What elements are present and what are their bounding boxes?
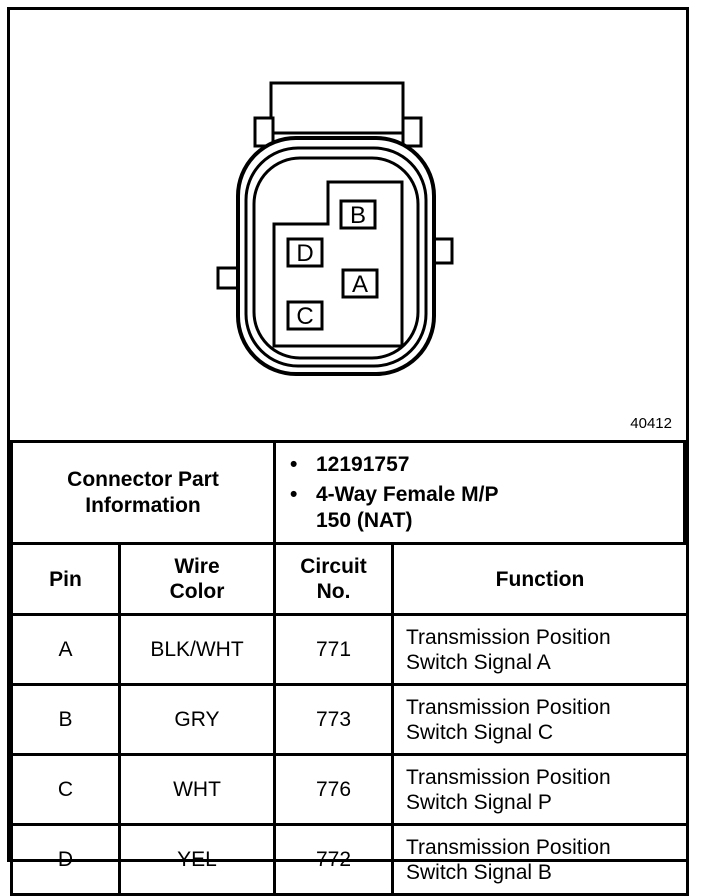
pin-a-label: A: [352, 271, 368, 298]
bullet-icon: •: [290, 452, 298, 476]
part-number-item: • 12191757: [290, 452, 682, 478]
connector-part-details: • 12191757 • 4-Way Female M/P 150 (NAT): [273, 440, 686, 545]
pinout-table: Pin Wire Color Circuit No. Function A BL…: [10, 542, 689, 896]
table-row: B GRY 773 Transmission Position Switch S…: [10, 683, 689, 756]
pin-cell: C: [10, 753, 121, 826]
connector-drawing: B D A C: [216, 81, 454, 376]
function-cell: Transmission Position Switch Signal C: [391, 683, 689, 756]
wire-color-cell: BLK/WHT: [118, 613, 276, 686]
circuit-cell: 776: [273, 753, 394, 826]
connector-part-label-line1: Connector Part: [67, 467, 219, 491]
connector-part-label-line2: Information: [85, 493, 201, 517]
pin-c-label: C: [296, 303, 313, 330]
connector-tab-right-top: [401, 116, 423, 148]
pin-d-terminal: D: [286, 237, 324, 268]
part-description-line2: 150 (NAT): [316, 508, 413, 532]
pin-cell: D: [10, 823, 121, 896]
circuit-cell: 773: [273, 683, 394, 756]
header-wire-color: Wire Color: [118, 542, 276, 616]
figure-number: 40412: [630, 415, 672, 432]
part-description-item: • 4-Way Female M/P 150 (NAT): [290, 482, 682, 534]
header-circuit-no: Circuit No.: [273, 542, 394, 616]
pin-a-terminal: A: [341, 268, 379, 299]
pin-cell: A: [10, 613, 121, 686]
pin-d-label: D: [296, 240, 313, 267]
connector-sheet: B D A C 40412 Connector Part Information: [7, 7, 689, 896]
header-function: Function: [391, 542, 689, 616]
connector-part-label: Connector Part Information: [10, 440, 276, 545]
wire-color-cell: GRY: [118, 683, 276, 756]
pin-cell: B: [10, 683, 121, 756]
part-description-line1: 4-Way Female M/P: [316, 482, 499, 506]
part-number: 12191757: [316, 452, 410, 476]
pinout-header-row: Pin Wire Color Circuit No. Function: [10, 542, 689, 616]
circuit-cell: 772: [273, 823, 394, 896]
table-row: C WHT 776 Transmission Position Switch S…: [10, 753, 689, 826]
connector-figure: B D A C 40412: [10, 10, 686, 440]
connector-part-table: Connector Part Information • 12191757 • …: [10, 440, 686, 545]
table-row: A BLK/WHT 771 Transmission Position Swit…: [10, 613, 689, 686]
function-cell: Transmission Position Switch Signal B: [391, 823, 689, 896]
header-pin: Pin: [10, 542, 121, 616]
connector-latch-top: [269, 81, 405, 135]
wire-color-cell: YEL: [118, 823, 276, 896]
pin-c-terminal: C: [286, 300, 324, 331]
table-row: D YEL 772 Transmission Position Switch S…: [10, 823, 689, 896]
pin-b-terminal: B: [339, 199, 377, 230]
function-cell: Transmission Position Switch Signal P: [391, 753, 689, 826]
bullet-icon: •: [290, 482, 298, 506]
wire-color-cell: WHT: [118, 753, 276, 826]
pin-b-label: B: [350, 202, 366, 229]
circuit-cell: 771: [273, 613, 394, 686]
function-cell: Transmission Position Switch Signal A: [391, 613, 689, 686]
